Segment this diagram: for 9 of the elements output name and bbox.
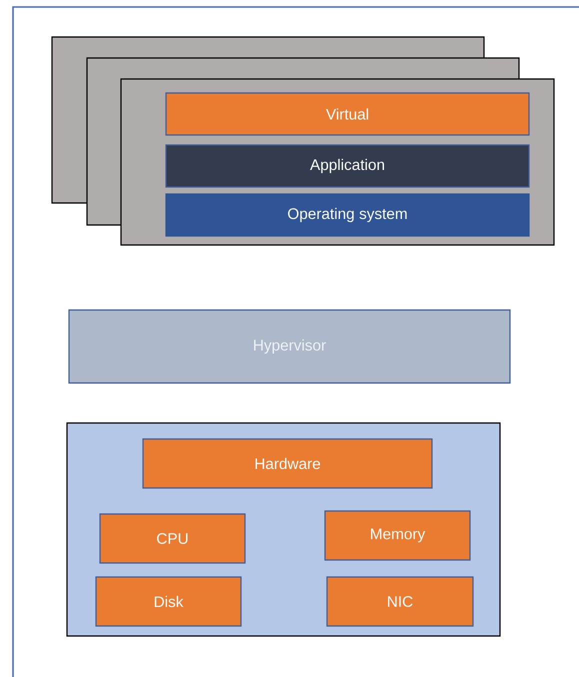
component-box: Disk xyxy=(95,576,242,627)
layer-box: Hypervisor xyxy=(68,309,511,384)
component-box: Hardware xyxy=(142,438,433,489)
component-box: NIC xyxy=(326,576,474,627)
layer-box: Application xyxy=(165,144,530,188)
component-box: Memory xyxy=(324,510,471,561)
layer-box: Virtual xyxy=(165,92,530,136)
component-box: CPU xyxy=(99,513,246,564)
layer-box: Operating system xyxy=(165,193,530,237)
